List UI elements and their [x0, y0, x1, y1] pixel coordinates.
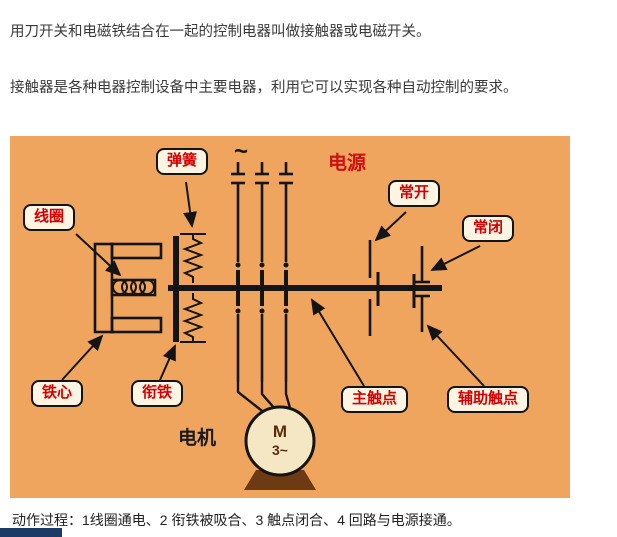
label-normally-closed: 常闭 — [462, 215, 515, 242]
phase-line-2 — [255, 162, 269, 382]
motor-m-symbol: M — [272, 422, 288, 441]
label-normally-open: 常开 — [388, 180, 441, 207]
coil-shape — [112, 279, 155, 295]
iron-core-shape — [93, 242, 163, 334]
spring-bottom-shape — [180, 293, 206, 343]
phase-line-1 — [231, 162, 245, 382]
circuit-drawing — [61, 162, 485, 490]
label-spring: 弹簧 — [156, 148, 209, 175]
motor-phase-symbol: 3~ — [272, 442, 288, 458]
label-coil: 线圈 — [23, 204, 76, 231]
bottom-blue-bar — [0, 528, 62, 537]
intro-line-1: 用刀开关和电磁铁结合在一起的控制电器叫做接触器或电磁开关。 — [10, 24, 431, 40]
intro-line-2: 接触器是各种电器控制设备中主要电器，利用它可以实现各种自动控制的要求。 — [10, 80, 518, 96]
normally-open-contact-shape — [368, 240, 380, 336]
annotation-arrows — [61, 181, 485, 387]
normally-closed-contact-shape — [412, 246, 430, 332]
label-aux-contact: 辅助触点 — [447, 386, 530, 413]
motor-base-shape — [244, 470, 316, 490]
label-power: 电源 — [328, 153, 367, 174]
action-process-caption: 动作过程：1线圈通电、2 衔铁被吸合、3 触点闭合、4 回路与电源接通。 — [12, 512, 461, 528]
motor-wires — [236, 382, 292, 415]
spring-top-shape — [180, 233, 206, 283]
contactor-diagram: 弹簧 常开 常闭 线圈 铁心 衔铁 主触点 辅助触点 ~ 电源 电机 M 3~ — [10, 136, 570, 498]
phase-line-3 — [279, 162, 293, 382]
label-main-contact: 主触点 — [341, 386, 409, 413]
ac-tilde-symbol: ~ — [234, 138, 249, 165]
label-motor: 电机 — [178, 428, 217, 449]
label-iron-core: 铁心 — [31, 380, 84, 407]
label-armature: 衔铁 — [131, 380, 184, 407]
motor-body-shape — [244, 405, 316, 477]
